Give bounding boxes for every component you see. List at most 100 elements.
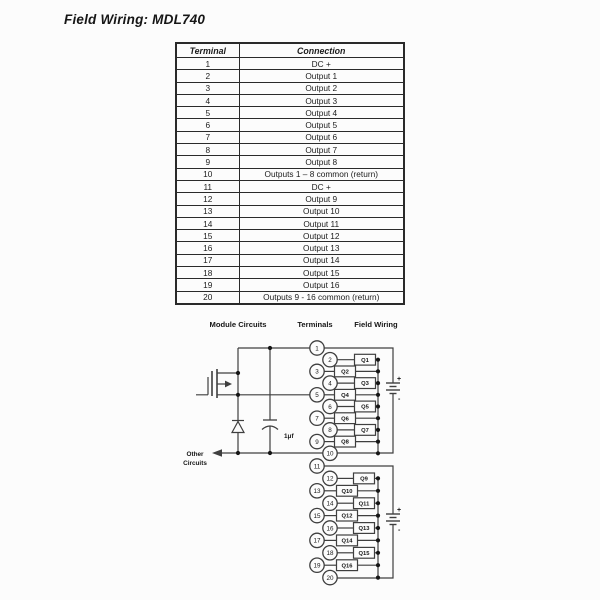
terminal-cell: 15 (175, 229, 240, 243)
load-box (353, 400, 377, 413)
terminal-number: 9 (315, 439, 319, 446)
terminal-circle (322, 398, 338, 415)
load-label: Q6 (341, 416, 350, 422)
connection-cell: Output 6 (238, 130, 405, 145)
terminal-circle (322, 422, 338, 438)
terminal-number: 16 (326, 525, 334, 532)
load-label: Q1 (361, 358, 370, 364)
bus-junction-dot (375, 476, 381, 481)
terminal-circle (309, 386, 325, 403)
capacitor-value-label: 1μf (284, 433, 294, 440)
load-label: Q8 (341, 440, 350, 446)
bus-junction-dot (375, 525, 381, 531)
terminal-circle (309, 433, 325, 450)
terminal-circle (309, 507, 325, 524)
terminal-number: 18 (326, 550, 334, 557)
terminal-circle (322, 569, 338, 586)
battery1-plus-sign: + (397, 376, 401, 383)
load-label: Q15 (359, 551, 371, 557)
terminal-circle (322, 544, 338, 561)
terminal-number: 5 (315, 392, 319, 399)
battery1-minus-sign: - (398, 396, 401, 403)
bus-junction-dot (375, 427, 381, 432)
terminal-cell: 20 (175, 290, 240, 305)
terminal-circle (322, 520, 338, 536)
load-box (353, 353, 377, 366)
bus-junction-dot (375, 439, 381, 444)
page-title: Field Wiring: MDL740 (64, 12, 206, 27)
load-label: Q12 (342, 514, 353, 520)
terminals-label: Terminals (297, 320, 332, 329)
load-box (335, 534, 359, 547)
battery2-icon (386, 513, 400, 526)
bus-junction-dot (375, 501, 381, 506)
connection-cell: Output 13 (238, 241, 405, 255)
terminal-number: 11 (314, 463, 321, 470)
terminal-cell: 19 (175, 278, 240, 292)
junction-dots (235, 345, 273, 456)
connection-cell: Output 8 (238, 155, 405, 169)
load-box (353, 377, 377, 390)
load-box (352, 497, 376, 510)
diode-icon (230, 419, 246, 434)
connection-cell: Output 7 (238, 143, 405, 157)
connection-cell: Output 10 (238, 204, 405, 218)
terminal-number: 14 (326, 501, 334, 508)
terminal-number: 15 (313, 513, 321, 520)
connection-cell: Output 5 (238, 118, 405, 132)
connection-cell: Outputs 9 - 16 common (return) (238, 290, 405, 305)
terminal-number: 2 (328, 357, 332, 364)
load-box (352, 546, 376, 559)
connection-cell: Outputs 1 – 8 common (return) (238, 167, 405, 181)
load-box (333, 388, 357, 401)
bus-junction-dot (375, 357, 381, 362)
terminal-circle (309, 410, 325, 427)
terminal-circle (309, 532, 325, 549)
bus-junction-dot (375, 513, 381, 518)
load-box (352, 521, 376, 534)
bus-junction-dot (375, 404, 381, 409)
connection-cell: Output 9 (238, 192, 405, 206)
terminal-cell: 9 (175, 155, 240, 169)
terminal-circle (309, 458, 325, 474)
bus-junction-dot (375, 416, 381, 421)
other-circuits-label-line2: Circuits (183, 460, 207, 467)
mosfet-icon (196, 369, 232, 398)
terminal-number: 1 (315, 345, 319, 352)
other-circuits-label-line1: Other (186, 451, 204, 458)
terminal-cell: 14 (175, 216, 240, 231)
terminal-number: 7 (315, 416, 319, 423)
module-circuit-wiring (217, 347, 323, 454)
terminal-cell: 16 (175, 241, 240, 255)
bus-junction-dot (375, 392, 381, 397)
load-label: Q7 (361, 428, 369, 434)
connection-cell: Output 16 (238, 278, 405, 292)
load-box (333, 435, 357, 448)
terminal-number: 8 (328, 427, 332, 434)
terminal-number: 4 (328, 380, 332, 387)
load-label: Q2 (341, 370, 349, 376)
load-box (353, 423, 377, 436)
connection-cell: Output 12 (238, 229, 405, 243)
load-box (335, 484, 359, 497)
terminal-circle (322, 375, 338, 391)
battery2-minus-sign: - (398, 527, 401, 534)
bus-junction-dot (375, 451, 381, 456)
terminal-number: 20 (326, 575, 334, 582)
terminal-circle (309, 557, 325, 574)
terminal-circle (322, 445, 338, 462)
